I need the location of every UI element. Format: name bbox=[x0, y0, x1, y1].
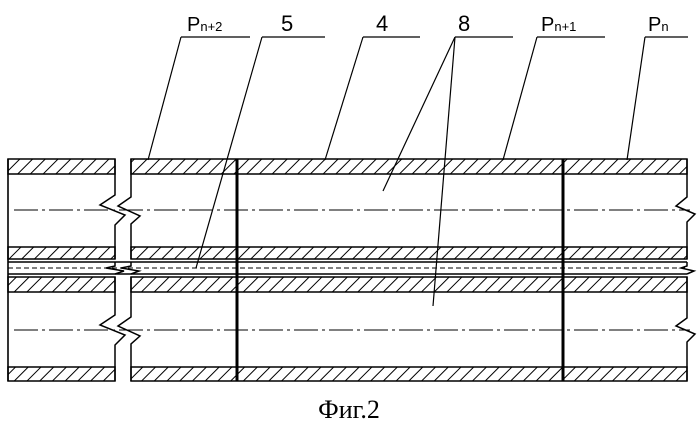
label-5: 5 bbox=[281, 11, 293, 36]
lower-pipe-top-wall-right bbox=[131, 277, 687, 292]
label-p-n1: Pn+1 bbox=[541, 14, 576, 36]
break-mark-left bbox=[100, 159, 140, 381]
label-4: 4 bbox=[376, 11, 388, 36]
break-mark-right bbox=[676, 159, 695, 381]
lower-pipe-top-wall-left bbox=[8, 277, 115, 292]
label-p-n: Pn bbox=[648, 14, 669, 36]
label-p-n2: Pn+2 bbox=[187, 14, 222, 36]
figure-caption: Фиг.2 bbox=[318, 395, 380, 424]
lower-pipe-bottom-wall-left bbox=[8, 367, 115, 381]
label-8: 8 bbox=[458, 11, 470, 36]
upper-pipe-bottom-wall-right bbox=[131, 247, 687, 259]
upper-pipe-bottom-wall-left bbox=[8, 247, 115, 259]
upper-pipe-top-wall-right bbox=[131, 159, 687, 174]
upper-pipe-top-wall-left bbox=[8, 159, 115, 174]
lower-pipe-bottom-wall-right bbox=[131, 367, 687, 381]
